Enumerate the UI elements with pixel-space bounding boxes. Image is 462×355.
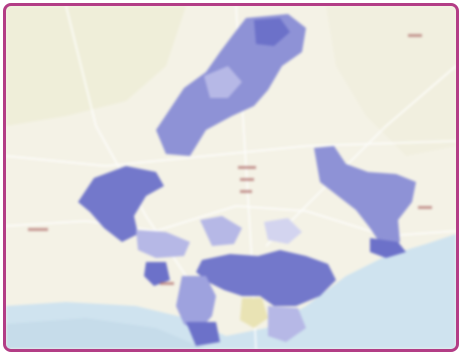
place-marker[interactable]: [160, 282, 174, 285]
region-east[interactable]: [314, 146, 416, 246]
region-south[interactable]: [196, 250, 336, 306]
region-east-coast[interactable]: [370, 238, 406, 258]
place-marker[interactable]: [28, 228, 48, 231]
region-southwest-tip[interactable]: [186, 322, 220, 346]
region-south-west[interactable]: [176, 276, 216, 332]
region-center[interactable]: [200, 216, 242, 246]
map-frame: [3, 3, 459, 352]
region-small-west[interactable]: [144, 262, 170, 286]
region-west[interactable]: [78, 166, 164, 242]
sea: [6, 234, 456, 349]
sea-shallow: [6, 318, 206, 349]
place-marker[interactable]: [408, 34, 422, 37]
place-marker[interactable]: [418, 206, 432, 209]
land-patch: [6, 6, 186, 126]
map-canvas[interactable]: [6, 6, 456, 349]
region-north-sub[interactable]: [204, 66, 242, 98]
region-north-core[interactable]: [254, 18, 290, 46]
place-marker[interactable]: [238, 166, 256, 169]
region-south-sub[interactable]: [268, 306, 306, 342]
place-markers: [28, 34, 432, 285]
place-marker[interactable]: [240, 178, 254, 181]
region-highlight[interactable]: [240, 298, 268, 328]
land-patch: [326, 6, 456, 156]
region-center-east[interactable]: [264, 218, 302, 244]
region-west-sub[interactable]: [136, 230, 190, 258]
place-marker[interactable]: [240, 190, 252, 193]
